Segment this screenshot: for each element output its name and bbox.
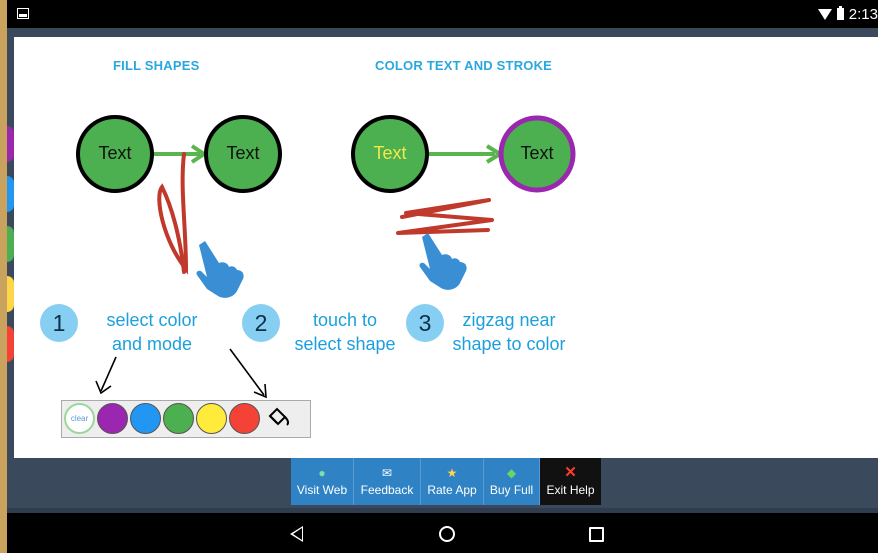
- help-panel: FILL SHAPES COLOR TEXT AND STROKE: [14, 37, 878, 458]
- side-purple-swatch[interactable]: [7, 126, 14, 162]
- step-1-line-2: and mode: [111, 334, 193, 354]
- illustration: [76, 115, 576, 399]
- status-bar: 2:13: [7, 0, 878, 28]
- pointer-arrow-2: [229, 348, 265, 396]
- globe-icon: ●: [318, 466, 326, 480]
- battery-icon: [836, 6, 844, 20]
- buy-full-button[interactable]: ◆ Buy Full: [484, 458, 540, 505]
- status-time: 2:13: [848, 5, 878, 23]
- step-3-badge: 3: [406, 304, 444, 342]
- rate-app-label: Rate App: [427, 483, 477, 497]
- feedback-label: Feedback: [360, 483, 414, 497]
- side-yellow-swatch[interactable]: [7, 276, 14, 312]
- back-icon[interactable]: [290, 526, 303, 542]
- star-icon: ★: [446, 466, 458, 480]
- hand-pointer-icon-1: [196, 241, 244, 298]
- shape-circle-4: [498, 115, 576, 193]
- shape-circle-1: [76, 115, 154, 193]
- node-label-3: Text: [373, 143, 407, 163]
- node-label-4: Text: [520, 143, 554, 163]
- step-2-line-1: touch to: [312, 310, 378, 330]
- node-label-1: Text: [98, 143, 132, 163]
- color-text-stroke-heading: COLOR TEXT AND STROKE: [375, 58, 553, 73]
- fill-shapes-heading: FILL SHAPES: [113, 58, 200, 73]
- exit-help-button[interactable]: ✕ Exit Help: [540, 458, 601, 505]
- recent-apps-icon[interactable]: [589, 527, 604, 542]
- help-action-bar: ● Visit Web ✉ Feedback ★ Rate App ◆ Buy …: [291, 458, 601, 505]
- side-blue-swatch[interactable]: [7, 176, 14, 212]
- device-screen: 2:13 FILL SHAPES COLOR TEXT AND STROKE: [7, 0, 878, 553]
- hand-pointer-icon-2: [419, 233, 467, 290]
- visit-web-label: Visit Web: [296, 483, 348, 497]
- step-1-text: select color and mode: [92, 308, 212, 356]
- step-3-line-1: zigzag near: [462, 310, 556, 330]
- step-3-text: zigzag near shape to color: [444, 308, 574, 356]
- buy-full-label: Buy Full: [489, 483, 534, 497]
- rate-app-button[interactable]: ★ Rate App: [421, 458, 484, 505]
- side-red-swatch[interactable]: [7, 326, 14, 362]
- step-2-line-2: select shape: [294, 334, 396, 354]
- step-2-badge: 2: [242, 304, 280, 342]
- yellow-swatch: [196, 403, 227, 434]
- step-1-line-1: select color: [106, 310, 198, 330]
- tag-icon: ◆: [506, 466, 517, 480]
- step-2-text: touch to select shape: [287, 308, 403, 356]
- palette-example: clear: [61, 400, 311, 438]
- visit-web-button[interactable]: ● Visit Web: [291, 458, 354, 505]
- feedback-button[interactable]: ✉ Feedback: [354, 458, 421, 505]
- home-icon[interactable]: [439, 526, 455, 542]
- exit-help-label: Exit Help: [546, 483, 595, 497]
- blue-swatch: [130, 403, 161, 434]
- step-3-line-2: shape to color: [452, 334, 566, 354]
- pointer-arrow-1: [100, 356, 117, 392]
- paint-bucket-icon: [265, 406, 291, 436]
- gallery-notification-icon: [17, 8, 29, 19]
- navigation-bar: [7, 513, 878, 553]
- clear-swatch: clear: [64, 403, 95, 434]
- shape-circle-3: [351, 115, 429, 193]
- envelope-icon: ✉: [381, 466, 393, 480]
- node-label-2: Text: [226, 143, 260, 163]
- wifi-icon: [817, 8, 832, 20]
- vertical-scribble: [157, 152, 189, 275]
- close-icon: ✕: [564, 464, 577, 481]
- zigzag-scribble: [396, 198, 494, 235]
- shape-circle-2: [204, 115, 282, 193]
- purple-swatch: [97, 403, 128, 434]
- red-swatch: [229, 403, 260, 434]
- step-1-badge: 1: [40, 304, 78, 342]
- side-green-swatch[interactable]: [7, 226, 14, 262]
- green-swatch: [163, 403, 194, 434]
